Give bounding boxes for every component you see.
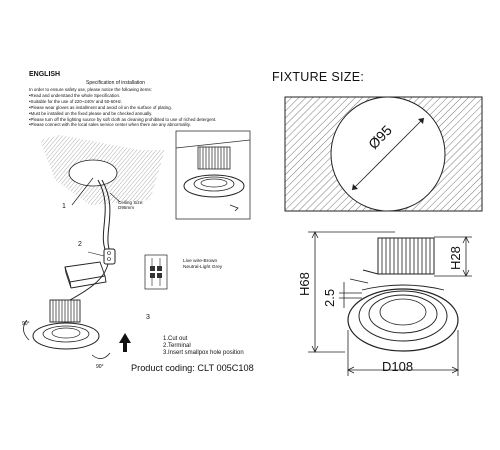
dimension-lines [308,231,472,376]
ceiling-panel [40,135,165,205]
spec-title: Specification of installation [86,80,145,86]
height-68-label: H68 [297,272,312,296]
instruction-line: •Please wear gloves as installment and a… [29,104,172,110]
ceiling-size-title: Ceiling Size: [118,200,144,205]
detail-inset [175,130,251,220]
ceiling-cutout [68,159,118,187]
step-item: 2.Terminal [163,343,191,350]
step-item: 1.Cut out [163,336,188,342]
terminal-block [87,248,116,265]
instruction-line: •Suitable for the use of 220~240V and 50… [29,98,123,104]
svg-text:90°: 90° [22,321,30,327]
diameter-108-label: D108 [382,359,414,374]
instructions-list: In order to ensure safety use, please no… [29,87,234,128]
instruction-line: In order to ensure safety use, please no… [29,87,152,92]
wire-legend: Live wire-Brown Neutral-Light Grey [183,259,222,272]
instruction-line: •Please turn off the lighting source by … [29,116,217,122]
step-item: 3.Insert smallpox hole position [163,350,244,357]
fixture-elevation [347,237,459,352]
luminaire-left: 90° 90° [22,299,111,370]
callout-3: 3 [146,314,150,321]
neutral-wire-label: Neutral-Light Grey [183,265,223,271]
flange-2-5-label: 2.5 [322,288,337,307]
height-28-label: H28 [448,246,463,270]
heatsink-icon [197,146,231,170]
ceiling-size-value: D95mm [118,205,135,211]
cutout-diagram [284,96,483,212]
ceiling-size-label: Ceiling Size: D95mm [118,200,144,210]
product-coding: Product coding: CLT 005C108 [131,363,254,373]
driver-box [64,261,107,289]
fixture-size-title: FIXTURE SIZE: [272,70,365,84]
instruction-line: •Read and understand the whole Specifica… [29,92,121,98]
live-wire-label: Live wire-Brown [183,259,218,264]
up-arrow-icon [119,333,131,352]
svg-text:90°: 90° [96,364,104,370]
instruction-line: •Please connect with the local sales ser… [29,122,191,128]
callout-2: 2 [78,241,82,248]
instruction-line: •Must be installed on the fixed please a… [29,110,153,116]
callout-1: 1 [62,203,66,210]
wiring-diagram [144,254,168,290]
install-steps: 1.Cut out 2.Terminal 3.Insert smallpox h… [163,336,244,358]
language-heading: ENGLISH [29,71,61,78]
